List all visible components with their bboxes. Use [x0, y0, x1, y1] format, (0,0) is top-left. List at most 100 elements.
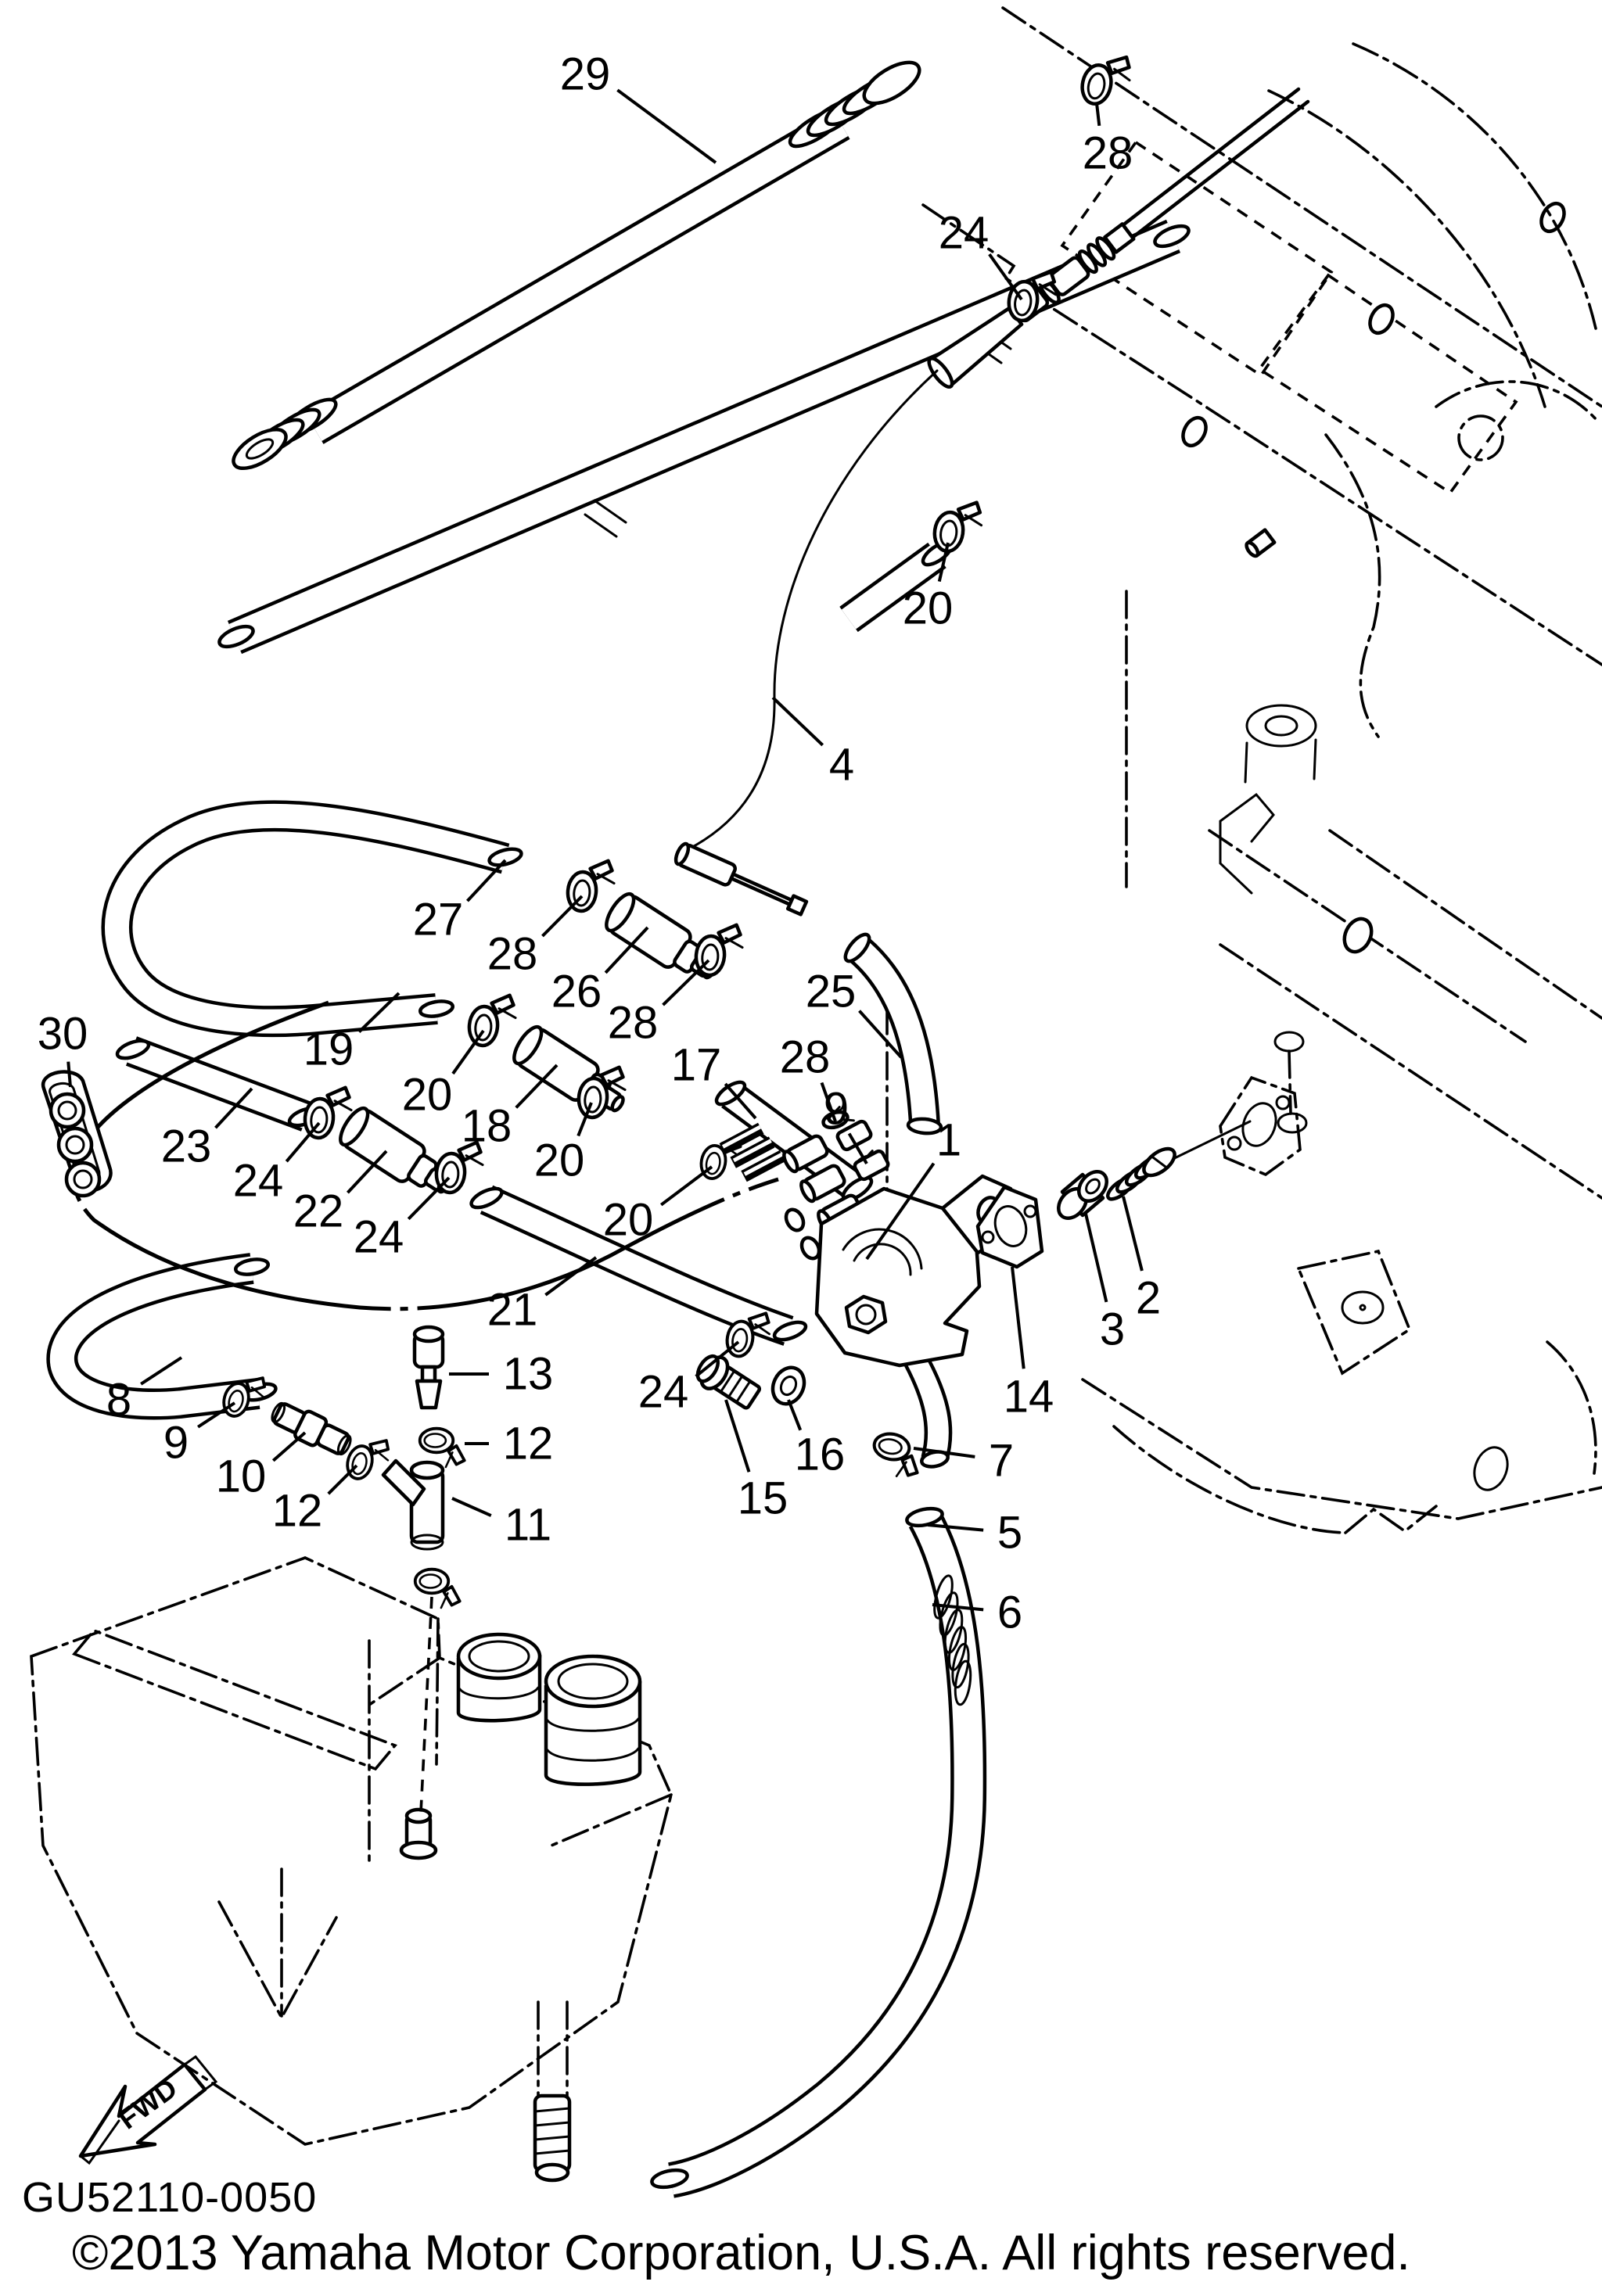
screw-2	[1105, 1120, 1252, 1201]
callout-leader-24-2	[988, 253, 1023, 301]
callout-label-6-33: 6	[997, 1587, 1022, 1638]
callout-label-14-28: 14	[1004, 1372, 1054, 1422]
callout-label-2-26: 2	[1136, 1273, 1161, 1324]
callout-label-19-10: 19	[304, 1024, 354, 1075]
callout-leader-30-24	[66, 1061, 72, 1088]
hose-sleeve-6	[933, 1574, 972, 1706]
callout-label-11-40: 11	[505, 1500, 551, 1551]
callout-label-29-0: 29	[560, 49, 611, 100]
callout-label-7-31: 7	[989, 1436, 1014, 1487]
callout-label-12-39: 12	[503, 1419, 554, 1469]
callout-label-20-11: 20	[402, 1070, 453, 1121]
tank-filler-neck-small	[456, 1632, 542, 1723]
hose-25	[843, 932, 943, 1135]
callout-leader-28-1	[1095, 102, 1101, 127]
callout-leader-16-29	[787, 1399, 803, 1431]
diagram-code: GU52110-0050	[22, 2174, 317, 2221]
callout-leader-20-3	[937, 542, 950, 583]
copyright-text: ©2013 Yamaha Motor Corporation, U.S.A. A…	[72, 2226, 1410, 2280]
callout-leader-7-31	[913, 1447, 975, 1458]
callout-label-28-1: 28	[1083, 128, 1133, 179]
flush-hose-29	[232, 60, 921, 471]
gasket-14	[975, 1185, 1044, 1269]
callout-leader-28-14	[820, 1082, 837, 1122]
callout-label-5-32: 5	[997, 1508, 1022, 1559]
callout-label-9-35: 9	[163, 1418, 189, 1469]
throttle-cable	[673, 87, 1310, 917]
callout-leader-24-23	[695, 1340, 740, 1378]
callout-leader-10-36	[271, 1431, 307, 1462]
callout-leader-2-26	[1122, 1196, 1144, 1272]
callout-leader-14-28	[1011, 1266, 1025, 1369]
callout-leader-5-32	[927, 1523, 984, 1532]
callout-label-28-8: 28	[608, 998, 659, 1049]
callout-leader-28-8	[662, 959, 710, 1006]
callout-label-28-14: 28	[780, 1032, 831, 1083]
oil-tank-phantom	[30, 1556, 673, 2183]
callout-leader-23-16	[214, 1087, 253, 1129]
callout-leader-29-0	[616, 88, 717, 164]
tank-filler-neck-large	[544, 1654, 642, 1786]
clamp-7	[870, 1431, 923, 1480]
callout-label-22-18: 22	[293, 1186, 344, 1237]
callout-label-23-16: 23	[161, 1121, 212, 1172]
callout-label-8-34: 8	[106, 1375, 131, 1426]
callout-label-24-2: 24	[939, 208, 990, 259]
oil-feed-hose-5	[650, 1506, 987, 2198]
tank-hose-fittings	[218, 1325, 466, 1609]
grommet-30	[41, 1070, 113, 1198]
callout-label-20-21: 20	[603, 1195, 654, 1246]
callout-label-24-19: 24	[354, 1212, 404, 1263]
callout-leader-20-21	[659, 1165, 713, 1207]
callout-leader-12-37	[327, 1464, 358, 1495]
callout-label-3-27: 3	[1100, 1304, 1125, 1355]
tank-outlet-fitting	[533, 2093, 572, 2183]
callout-leader-25-9	[858, 1010, 903, 1059]
collar-3	[1057, 1169, 1108, 1221]
callout-leader-11-40	[451, 1497, 492, 1517]
oil-pump-assembly	[719, 1119, 1016, 1469]
engine-block-phantom	[885, 6, 1602, 1534]
callout-leader-1-25	[865, 1162, 936, 1261]
callout-leader-28-6	[541, 895, 584, 938]
joint-13	[412, 1325, 445, 1410]
callout-label-25-9: 25	[806, 967, 857, 1017]
callout-leader-26-7	[604, 926, 649, 974]
callout-leader-24-17	[285, 1121, 321, 1163]
callout-leader-19-10	[357, 992, 400, 1033]
callout-label-24-23: 24	[638, 1367, 689, 1418]
callout-label-16-29: 16	[795, 1430, 846, 1480]
callout-label-13-38: 13	[503, 1349, 554, 1400]
callout-leader-4-4	[771, 696, 824, 747]
callout-leader-18-12	[515, 1064, 559, 1109]
callout-leader-27-5	[466, 859, 507, 902]
callout-leader-21-22	[544, 1256, 598, 1297]
callout-leader-15-30	[724, 1399, 751, 1473]
footer: GU52110-0050 ©2013 Yamaha Motor Corporat…	[22, 2174, 1410, 2280]
callout-leader-24-19	[407, 1176, 451, 1221]
fuel-filters-and-clamps	[304, 49, 1134, 1361]
callout-label-20-20: 20	[534, 1135, 585, 1186]
callout-leader-22-18	[346, 1150, 388, 1194]
callout-label-4-4: 4	[829, 740, 854, 791]
callout-leader-9-35	[197, 1401, 236, 1429]
callout-label-15-30: 15	[738, 1473, 788, 1524]
callout-leader-9-15	[847, 1132, 868, 1165]
callout-label-27-5: 27	[413, 895, 464, 945]
callout-label-12-37: 12	[272, 1486, 323, 1537]
hose-loop-27-19	[101, 800, 523, 1038]
callout-label-17-13: 17	[671, 1040, 722, 1091]
washer-16	[770, 1365, 806, 1406]
callout-label-26-7: 26	[551, 967, 602, 1017]
callout-label-1-25: 1	[936, 1115, 961, 1166]
callout-leader-6-33	[932, 1603, 984, 1612]
callout-leader-17-13	[724, 1082, 757, 1120]
callout-label-28-6: 28	[487, 929, 538, 980]
callout-label-20-3: 20	[903, 583, 954, 634]
callout-leader-3-27	[1084, 1213, 1108, 1303]
hose-8	[46, 1253, 278, 1420]
hose-23	[115, 1036, 323, 1132]
